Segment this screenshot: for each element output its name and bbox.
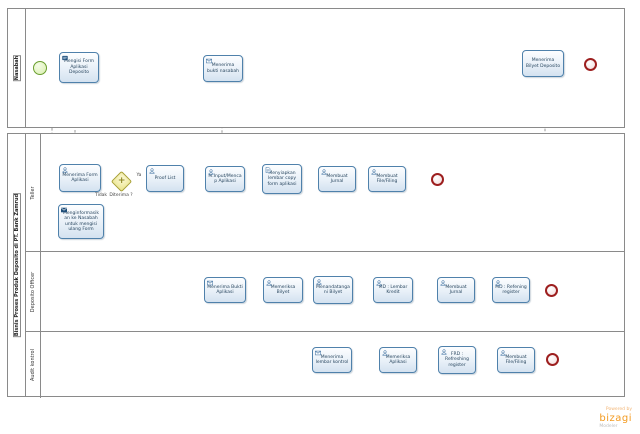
lane-label-strip: Deposito Officer bbox=[26, 252, 41, 331]
task-frd-refreshing-register[interactable]: FRD : Refreshing register bbox=[438, 346, 476, 374]
message-task-icon bbox=[315, 350, 321, 356]
end-event-nasabah[interactable] bbox=[583, 57, 597, 71]
task-label: Menyiapkan lembar copy form aplikasi bbox=[267, 170, 297, 187]
task-label: Membuat File/Filing bbox=[505, 354, 527, 365]
task-md-lembar-kredit[interactable]: MD : Lembar Kredit bbox=[373, 277, 413, 303]
lane-label-teller: Teller bbox=[30, 185, 36, 200]
task-menerima-lembar-kontrol[interactable]: Menerima lembar kontrol bbox=[312, 347, 352, 373]
task-label: Membuat Jurnal bbox=[445, 284, 467, 295]
task-label: MD : Refening register bbox=[495, 284, 527, 295]
user-task-icon bbox=[495, 279, 501, 286]
flow-label-ya: Ya bbox=[136, 173, 142, 178]
end-event-audit[interactable] bbox=[545, 352, 559, 366]
task-mengisi-form-aplikasi-deposito[interactable]: Mengisi Form Aplikasi Deposito bbox=[59, 52, 99, 83]
task-label: Membuat File/Filing bbox=[376, 173, 398, 184]
end-event-deposito-officer[interactable] bbox=[544, 283, 558, 297]
task-md-refening-register[interactable]: MD : Refening register bbox=[492, 277, 530, 303]
user-task-icon bbox=[500, 349, 506, 356]
pool-label-strip: Nasabah bbox=[8, 9, 26, 127]
powered-by-text: Powered by bbox=[605, 407, 632, 412]
task-memeriksa-aplikasi[interactable]: Memeriksa Aplikasi bbox=[379, 347, 417, 373]
lane-label-strip: Teller bbox=[26, 134, 41, 251]
lane-label-strip: Audit kontrol bbox=[26, 332, 41, 398]
message-task-icon bbox=[206, 58, 212, 64]
task-menyiapkan-lembar-copy-form-aplikasi[interactable]: Menyiapkan lembar copy form aplikasi bbox=[262, 164, 302, 194]
task-label: Menerima Form Aplikasi bbox=[62, 172, 98, 183]
user-task-icon bbox=[208, 168, 214, 175]
task-label: Menerima lembar kontrol bbox=[315, 354, 349, 365]
document-task-icon bbox=[265, 166, 271, 173]
lane-audit-kontrol: Audit kontrol bbox=[26, 331, 624, 398]
task-label: Menandatanga ni Bilyet bbox=[316, 284, 350, 295]
task-label: Menginformasik an ke Nasabah untuk mengi… bbox=[63, 210, 99, 232]
task-memeriksa-bilyet[interactable]: Memeriksa Bilyet bbox=[263, 277, 303, 303]
user-task-icon bbox=[316, 278, 322, 285]
task-label: Memeriksa Aplikasi bbox=[385, 354, 411, 365]
task-m-input-mencap-aplikasi[interactable]: M.Input/Menca p Aplikasi bbox=[205, 166, 245, 192]
task-menginformasikan-ke-nasabah[interactable]: Menginformasik an ke Nasabah untuk mengi… bbox=[58, 204, 104, 239]
task-label: M.Input/Menca p Aplikasi bbox=[208, 173, 242, 184]
task-label: Menerima Bukti Aplikasi bbox=[207, 284, 243, 295]
lane-deposito-officer: Deposito Officer bbox=[26, 251, 624, 331]
task-label: Mengisi Form Aplikasi Deposito bbox=[64, 59, 94, 76]
user-task-icon bbox=[376, 279, 382, 286]
pool-label-strip: Bisnis Proses Produk Deposito di PT. Ban… bbox=[8, 134, 26, 396]
task-label: Memeriksa Bilyet bbox=[270, 284, 296, 295]
task-membuat-jurnal-teller[interactable]: Membuat Jurnal bbox=[318, 166, 356, 192]
task-menerima-bukti-nasabah[interactable]: Menerima bukti nasabah bbox=[203, 55, 243, 82]
user-task-icon bbox=[62, 166, 68, 173]
bizagi-brand-text: bizagi bbox=[599, 412, 632, 424]
lane-teller: Teller bbox=[26, 134, 624, 251]
pool-label: Nasabah bbox=[12, 54, 21, 82]
pool-label: Bisnis Proses Produk Deposito di PT. Ban… bbox=[12, 192, 21, 338]
start-event[interactable] bbox=[33, 61, 47, 75]
task-membuat-file-filing-audit[interactable]: Membuat File/Filing bbox=[497, 347, 535, 373]
message-task-icon bbox=[207, 280, 213, 286]
user-task-icon bbox=[149, 167, 155, 174]
task-menerima-form-aplikasi[interactable]: Menerima Form Aplikasi bbox=[59, 164, 101, 192]
task-label: Menerima bukti nasabah bbox=[207, 63, 239, 74]
task-label: FRD : Refreshing register bbox=[445, 351, 469, 368]
task-membuat-file-filing-teller[interactable]: Membuat File/Filing bbox=[368, 166, 406, 192]
user-task-icon bbox=[441, 348, 447, 355]
lane-label-deposito-officer: Deposito Officer bbox=[30, 271, 36, 312]
end-event-teller[interactable] bbox=[430, 172, 444, 186]
user-task-icon bbox=[321, 168, 327, 175]
task-label: Menerima Bilyet Deposito bbox=[525, 58, 561, 69]
task-menerima-bukti-aplikasi[interactable]: Menerima Bukti Aplikasi bbox=[204, 277, 246, 303]
flow-label-tidak: Tidak bbox=[94, 193, 108, 198]
lane-label-audit-kontrol: Audit kontrol bbox=[30, 348, 36, 382]
task-menandatangani-bilyet[interactable]: Menandatanga ni Bilyet bbox=[313, 276, 353, 304]
bizagi-modeler-text: Modeler bbox=[599, 423, 618, 429]
bizagi-logo: Powered by bizagi Modeler bbox=[599, 407, 632, 429]
script-task-icon bbox=[62, 55, 68, 61]
task-label: Membuat Jurnal bbox=[326, 173, 348, 184]
user-task-icon bbox=[382, 349, 388, 356]
user-task-icon bbox=[371, 168, 377, 175]
send-task-icon bbox=[61, 207, 67, 213]
task-proof-list[interactable]: Proof List bbox=[146, 165, 184, 192]
flow-label-diterima: Diterima ? bbox=[109, 193, 133, 198]
gateway-plus-icon: + bbox=[117, 175, 126, 186]
task-membuat-jurnal-deposito-officer[interactable]: Membuat Jurnal bbox=[437, 277, 475, 303]
task-label: MD : Lembar Kredit bbox=[378, 284, 408, 295]
task-label: Proof List bbox=[154, 175, 176, 181]
task-menerima-bilyet-deposito[interactable]: Menerima Bilyet Deposito bbox=[522, 50, 564, 77]
user-task-icon bbox=[266, 279, 272, 286]
user-task-icon bbox=[440, 279, 446, 286]
